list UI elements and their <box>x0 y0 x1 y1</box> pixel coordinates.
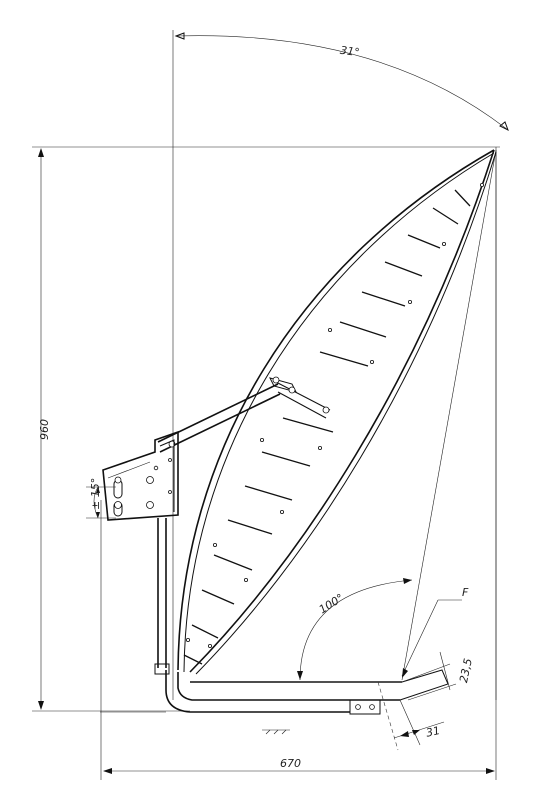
offset-23-5-label: 23,5 <box>457 657 475 684</box>
angle-31-label: 31° <box>339 44 360 60</box>
adjust-15-label: ± 15° <box>89 478 102 510</box>
offset-31-dimension: 31 <box>377 681 445 751</box>
adjust-15-dimension: ± 15° <box>86 478 116 519</box>
offset-31-label: 31 <box>425 724 441 740</box>
angle-31-dimension: 31° <box>172 30 509 700</box>
base-frame <box>100 669 449 715</box>
width-670-label: 670 <box>280 757 301 770</box>
reference-line-tip-to-foot <box>401 149 497 681</box>
curved-ladder <box>177 149 497 675</box>
force-f-leader: F <box>401 586 469 678</box>
ground-symbol-icon <box>262 729 290 735</box>
support-strut <box>157 376 331 453</box>
wall-bracket <box>102 430 179 675</box>
height-960-label: 960 <box>38 419 51 440</box>
width-670-dimension: 670 <box>100 147 497 780</box>
angle-100-dimension: 100° <box>297 578 413 683</box>
force-f-label: F <box>462 586 469 599</box>
angle-100-label: 100° <box>317 591 346 616</box>
height-960-dimension: 960 <box>32 146 500 712</box>
offset-23-5-dimension: 23,5 <box>401 651 475 701</box>
